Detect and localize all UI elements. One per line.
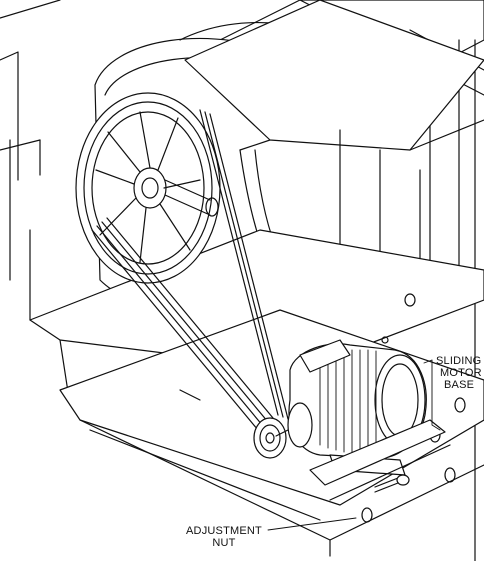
sliding-base <box>309 419 451 501</box>
callout-sliding-motor-base-line3: BASE <box>444 379 475 391</box>
fan-pulley <box>75 92 221 284</box>
callout-leaders <box>267 359 441 531</box>
callout-adjustment-nut-line1: ADJUSTMENT <box>186 525 262 537</box>
motor-cooling-fins <box>319 349 377 457</box>
adjustment-nut-shape <box>396 474 410 486</box>
callout-sliding-motor-base: SLIDING MOTOR BASE <box>436 355 484 391</box>
callout-sliding-motor-base-line1: SLIDING <box>436 355 482 367</box>
callout-adjustment-nut-line2: NUT <box>212 537 236 549</box>
callout-sliding-motor-base-line2: MOTOR <box>440 367 482 379</box>
adjustment-nut-leader <box>267 517 357 531</box>
v-belts <box>91 109 289 431</box>
motor-pulley <box>253 417 287 459</box>
callout-adjustment-nut: ADJUSTMENT NUT <box>180 525 268 549</box>
sliding-motor-base-leader <box>423 359 441 431</box>
